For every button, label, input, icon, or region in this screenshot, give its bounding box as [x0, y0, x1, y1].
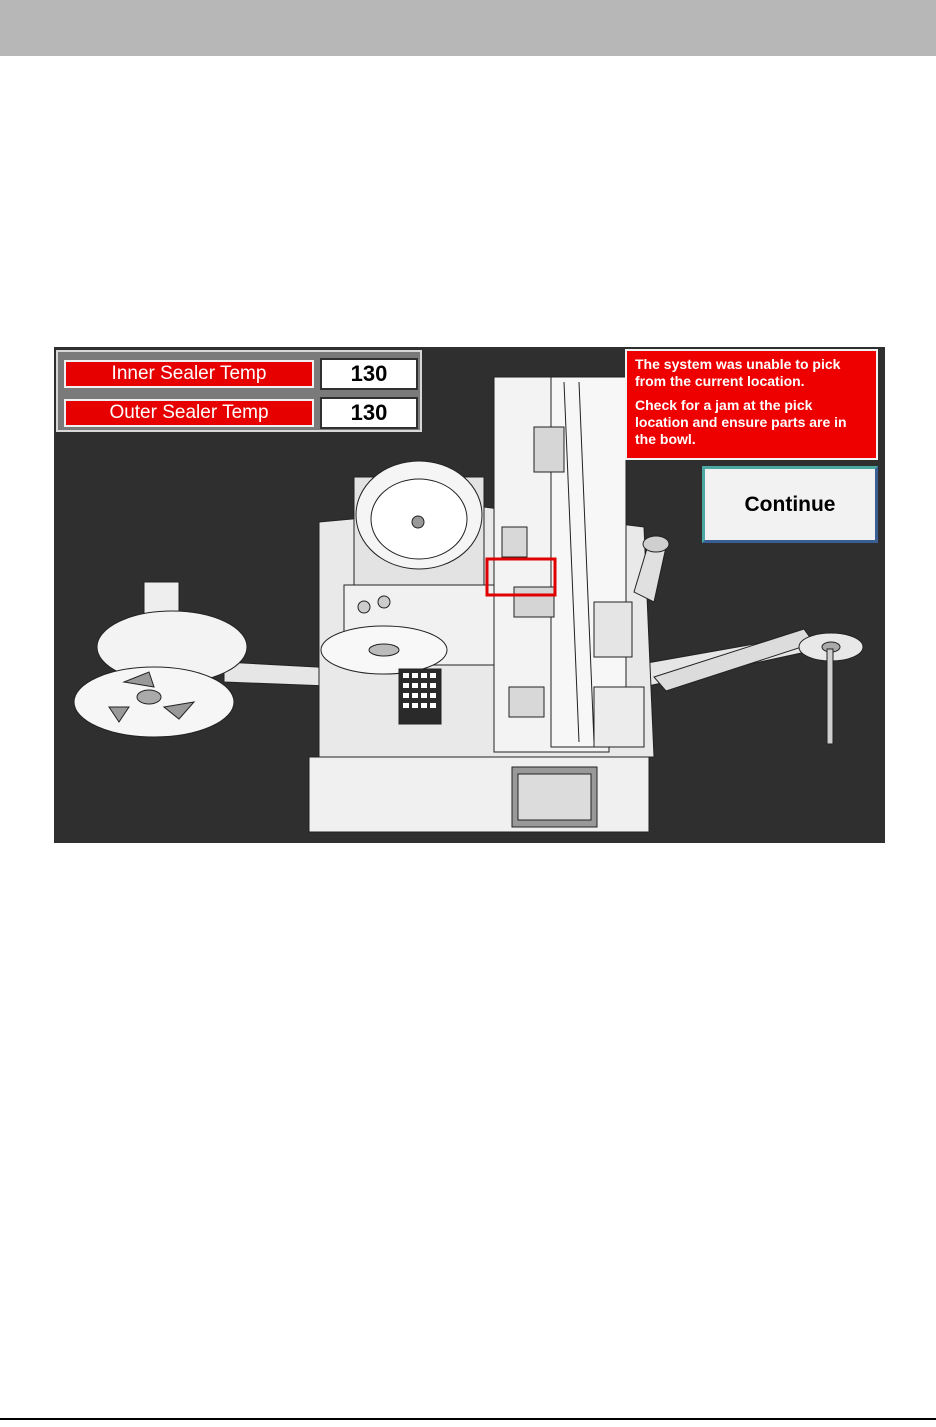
inner-sealer-label: Inner Sealer Temp — [64, 360, 314, 388]
outer-sealer-value: 130 — [320, 397, 418, 429]
bottom-divider — [0, 1418, 936, 1420]
continue-button[interactable]: Continue — [702, 466, 878, 543]
alarm-message: The system was unable to pick from the c… — [625, 349, 878, 460]
alarm-line-2: Check for a jam at the pick location and… — [635, 397, 868, 448]
temperature-panel: Inner Sealer Temp 130 Outer Sealer Temp … — [56, 350, 422, 432]
outer-sealer-row: Outer Sealer Temp 130 — [64, 397, 416, 429]
inner-sealer-row: Inner Sealer Temp 130 — [64, 358, 416, 390]
header-bar — [0, 0, 936, 56]
inner-sealer-value: 130 — [320, 358, 418, 390]
alarm-line-1: The system was unable to pick from the c… — [635, 356, 868, 390]
outer-sealer-label: Outer Sealer Temp — [64, 399, 314, 427]
hmi-screen: Inner Sealer Temp 130 Outer Sealer Temp … — [54, 347, 885, 843]
